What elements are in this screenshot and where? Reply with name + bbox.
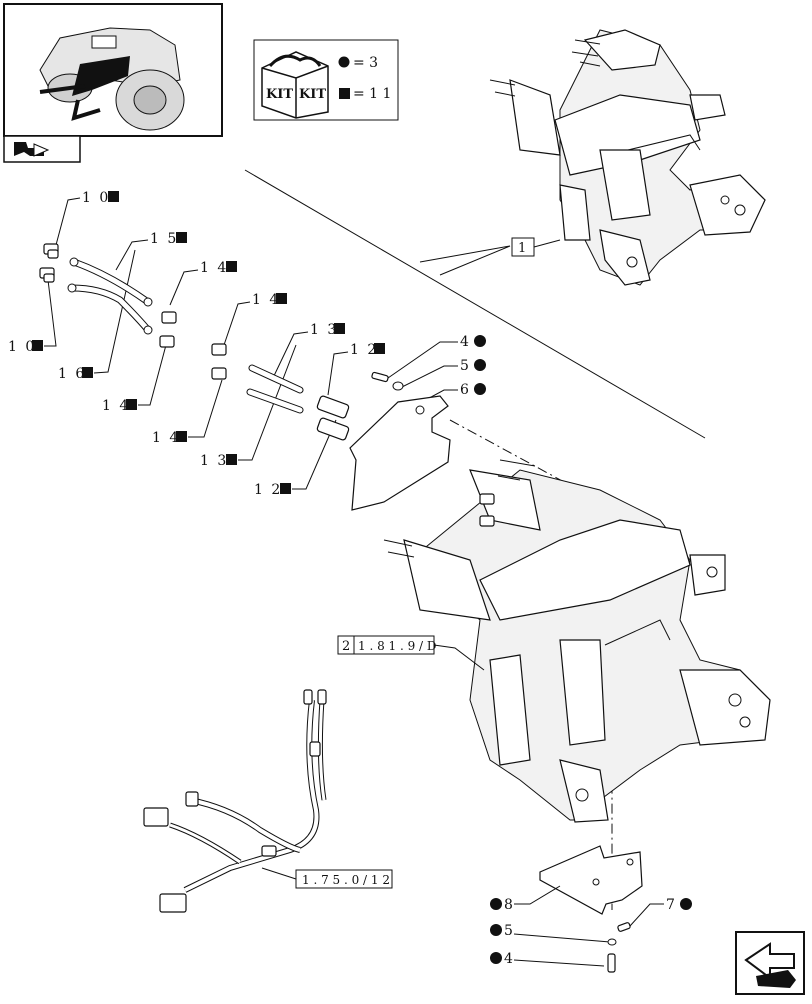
pipe-13[interactable] xyxy=(246,364,304,414)
svg-text:4: 4 xyxy=(460,334,471,350)
svg-text:1 0: 1 0 xyxy=(82,190,110,206)
callout-4-bottom: 4 xyxy=(490,951,605,967)
callout-15: 1 5 xyxy=(115,231,187,271)
callout-10-bottom: 1 0 xyxy=(8,279,57,355)
ref-1-box[interactable]: 1 xyxy=(511,237,561,257)
callout-14-d: 1 4 xyxy=(152,379,223,446)
back-arrow-icon xyxy=(14,142,50,157)
bracket-6[interactable] xyxy=(349,395,451,511)
bolt-4[interactable] xyxy=(371,371,389,383)
ref-1-label: 1 xyxy=(518,241,526,256)
callout-8: 8 xyxy=(490,885,561,913)
svg-text:1 4: 1 4 xyxy=(252,292,280,308)
svg-text:1 3: 1 3 xyxy=(310,322,338,338)
front-hitch-assembly-small[interactable] xyxy=(489,29,766,286)
ref-1-leader xyxy=(419,245,511,276)
svg-text:5: 5 xyxy=(460,358,471,374)
pipe-15[interactable] xyxy=(69,257,153,307)
tractor-front-hitch-thumbnail-icon xyxy=(39,27,185,131)
back-button[interactable] xyxy=(3,135,81,163)
callout-13-a: 1 3 xyxy=(271,322,345,381)
callout-12-b: 1 2 xyxy=(254,419,337,498)
callout-5-top: 5 xyxy=(399,358,486,389)
svg-text:8: 8 xyxy=(504,897,515,913)
callout-12-a: 1 2 xyxy=(327,342,385,396)
ref-2-box[interactable]: 2 1 . 8 1 . 9 / D xyxy=(337,635,485,671)
screw-7[interactable] xyxy=(617,922,631,932)
ref-2-code: 1 . 8 1 . 9 / D xyxy=(358,639,437,653)
fitting-10-top[interactable] xyxy=(43,243,59,259)
next-page-arrow-icon xyxy=(744,942,796,988)
svg-text:6: 6 xyxy=(460,382,471,398)
next-page-button[interactable] xyxy=(735,931,805,995)
fitting-14-c[interactable] xyxy=(211,343,227,380)
pipe-16[interactable] xyxy=(67,283,153,335)
washer-5[interactable] xyxy=(392,381,404,391)
guard-8[interactable] xyxy=(539,845,643,915)
ref-2-num: 2 xyxy=(342,639,350,654)
svg-text:1 4: 1 4 xyxy=(102,398,130,414)
kit-box-icon: KIT KIT xyxy=(261,51,329,119)
svg-text:1 6: 1 6 xyxy=(58,366,86,382)
svg-text:1 2: 1 2 xyxy=(254,482,282,498)
kit-label-left: KIT xyxy=(266,87,293,102)
callout-14-b: 1 4 xyxy=(102,344,167,414)
ref-harness-code: 1 . 7 5 . 0 / 1 2 xyxy=(302,873,390,887)
bolt-4-bottom[interactable] xyxy=(607,953,616,973)
svg-text:4: 4 xyxy=(504,951,515,967)
legend-circle-count: = 3 xyxy=(353,55,378,71)
separator-line xyxy=(244,169,706,439)
ref-harness-box[interactable]: 1 . 7 5 . 0 / 1 2 xyxy=(261,867,393,889)
svg-text:5: 5 xyxy=(504,923,515,939)
circle-symbol-icon xyxy=(338,56,350,68)
thumbnail-frame[interactable] xyxy=(3,3,223,137)
svg-text:1 2: 1 2 xyxy=(350,342,378,358)
svg-text:1 0: 1 0 xyxy=(8,339,36,355)
square-symbol-icon xyxy=(339,88,350,99)
wiring-harness[interactable] xyxy=(143,689,327,913)
coupler-12[interactable] xyxy=(316,395,350,441)
callout-10-top: 1 0 xyxy=(55,190,119,246)
svg-text:1 4: 1 4 xyxy=(200,260,228,276)
front-hitch-assembly-main[interactable] xyxy=(383,459,771,823)
kit-label-right: KIT xyxy=(299,87,326,102)
svg-text:1 5: 1 5 xyxy=(150,231,178,247)
svg-text:1 4: 1 4 xyxy=(152,430,180,446)
fitting-10-bottom[interactable] xyxy=(39,267,55,283)
svg-text:7: 7 xyxy=(666,897,677,913)
callout-4-top: 4 xyxy=(387,334,486,379)
kit-legend: KIT KIT = 3 = 1 1 xyxy=(253,39,399,121)
washer-5-bottom[interactable] xyxy=(607,938,617,946)
callout-14-c: 1 4 xyxy=(223,292,287,346)
svg-text:1 3: 1 3 xyxy=(200,453,228,469)
callout-5-bottom: 5 xyxy=(490,923,611,943)
callout-14-a: 1 4 xyxy=(169,260,237,306)
legend-square-count: = 1 1 xyxy=(353,86,391,102)
fitting-14-a[interactable] xyxy=(159,311,177,348)
callout-7: 7 xyxy=(629,897,692,927)
